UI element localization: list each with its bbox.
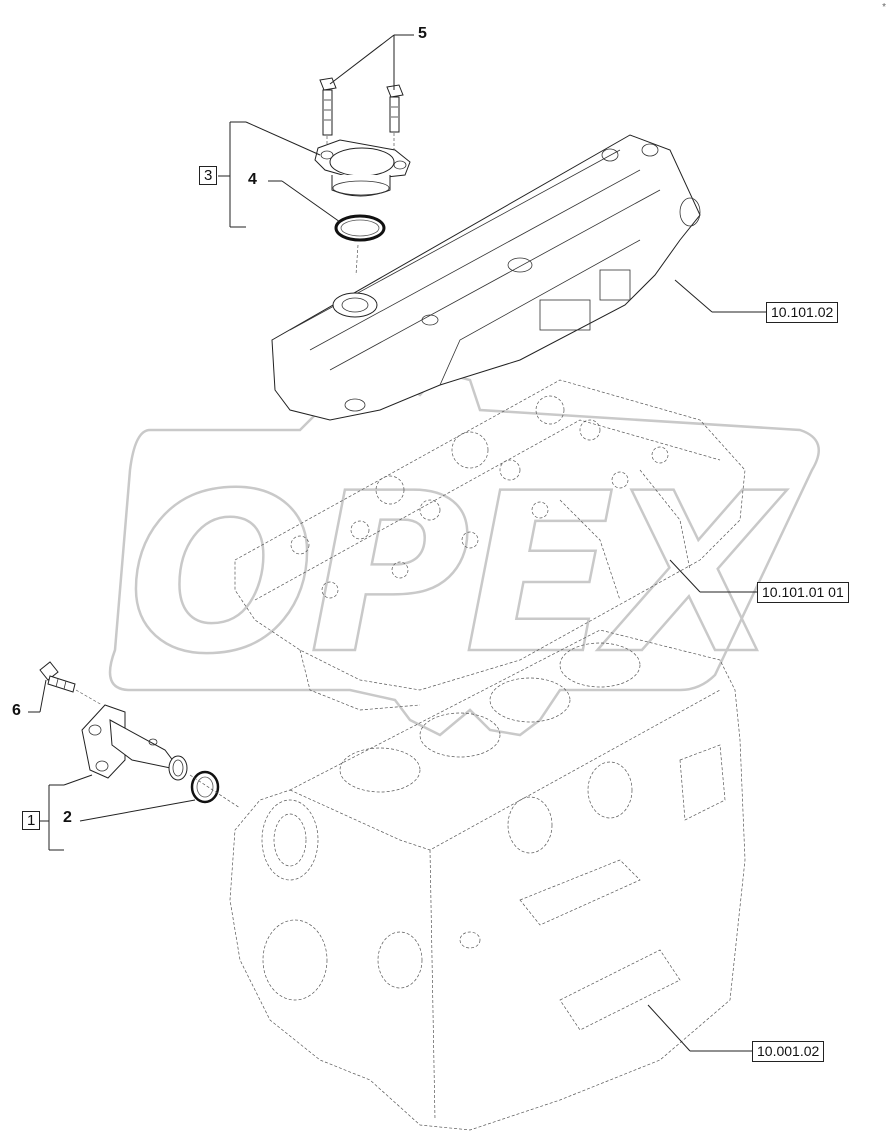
bolt-5-right [386,84,404,133]
watermark-gear [108,368,820,737]
callout-1: 1 [22,811,41,830]
oil-filler-cap [314,139,411,197]
callout-5: 5 [418,25,427,42]
watermark-text: OPEX [128,446,788,702]
callout-3: 3 [199,166,218,185]
leader-lines [28,34,766,1052]
callout-4: 4 [248,171,257,188]
bolt-6 [39,661,76,693]
cylinder-head [234,379,746,711]
washer-2 [190,770,220,804]
tube-part-1 [81,704,188,781]
callout-6: 6 [12,702,21,719]
ref-engine-block: 10.001.02 [752,1041,825,1063]
callout-2: 2 [63,809,72,826]
ref-cylinder-head: 10.101.01 01 [757,582,849,604]
o-ring-4 [334,214,386,242]
corner-mark: * [882,2,886,13]
engine-block [229,629,746,1131]
bolt-5-left [319,77,337,136]
valve-cover [271,134,701,421]
ref-valve-cover: 10.101.02 [766,302,839,324]
